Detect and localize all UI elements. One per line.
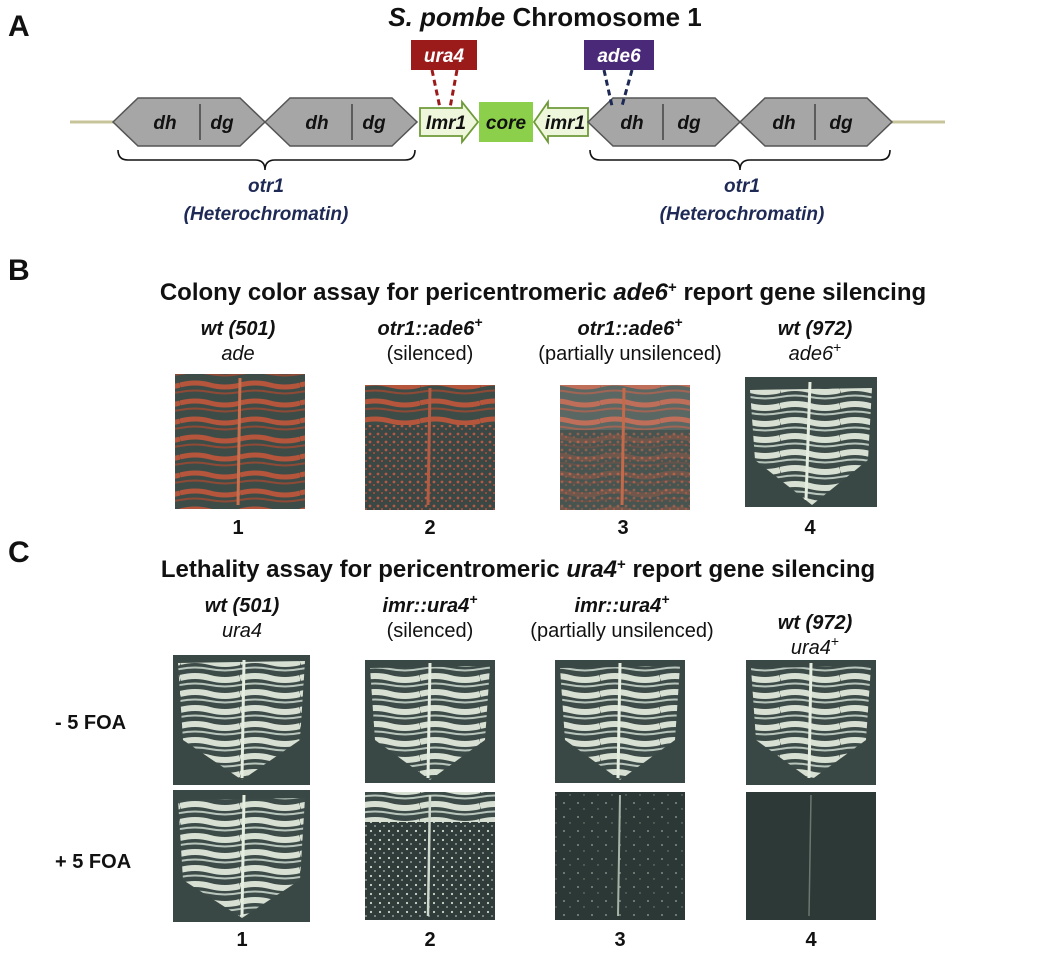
otr1-right-sublabel: (Heterochromatin): [660, 204, 825, 225]
c-plate-2-minus-foa: [365, 660, 495, 783]
repeat-arrow-right-1: dh dg: [586, 97, 742, 147]
b-plate-4: [745, 377, 877, 507]
c-plate-2-plus-foa: [365, 792, 495, 920]
panel-a-title: S. pombe Chromosome 1: [388, 2, 702, 32]
svg-text:dh: dh: [772, 113, 795, 134]
svg-text:Imr1: Imr1: [426, 113, 466, 134]
imr-left-arrow: Imr1: [419, 99, 480, 145]
ura4-insertion-tag: ura4: [411, 40, 477, 109]
c-strain-1-genotype: ura4: [222, 620, 262, 642]
c-strain-2-note: (silenced): [387, 620, 474, 642]
otr1-left-brace: [117, 149, 416, 171]
b-strain-4-genotype: ade6+: [789, 339, 842, 365]
panel-b-letter: B: [8, 254, 30, 287]
svg-text:dh: dh: [153, 113, 176, 134]
svg-text:dg: dg: [677, 113, 701, 134]
c-lane-3-number: 3: [614, 929, 625, 951]
ade6-insertion-tag: ade6: [584, 40, 654, 107]
b-lane-4-number: 4: [804, 517, 816, 539]
core-box: core: [479, 102, 533, 142]
c-lane-4-number: 4: [805, 929, 817, 951]
b-lane-2-number: 2: [424, 517, 435, 539]
b-strain-2-note: (silenced): [387, 343, 474, 365]
svg-text:dg: dg: [362, 113, 386, 134]
svg-text:dg: dg: [829, 113, 853, 134]
panel-a-letter: A: [8, 10, 30, 43]
c-plate-4-minus-foa: [746, 660, 876, 785]
b-lane-1-number: 1: [232, 517, 243, 539]
b-strain-1-name: wt (501): [201, 318, 276, 340]
svg-text:core: core: [486, 113, 527, 134]
panel-b-title: Colony color assay for pericentromeric a…: [160, 279, 926, 307]
svg-text:imr1: imr1: [545, 113, 585, 134]
c-strain-2-name: imr::ura4+: [383, 591, 478, 617]
panel-c-letter: C: [8, 536, 30, 569]
repeat-arrow-right-2: dh dg: [738, 97, 894, 147]
svg-text:dg: dg: [210, 113, 234, 134]
c-strain-3-note: (partially unsilenced): [530, 620, 713, 642]
imr-right-arrow: imr1: [532, 99, 589, 145]
otr1-left-label: otr1: [248, 176, 284, 197]
b-strain-3-name: otr1::ade6+: [578, 314, 683, 340]
c-lane-2-number: 2: [424, 929, 435, 951]
row-label-minus-foa: - 5 FOA: [55, 712, 126, 734]
c-plate-3-plus-foa: [555, 792, 685, 920]
repeat-arrow-left-2: dh dg: [263, 97, 419, 147]
b-strain-1-genotype: ade: [221, 343, 254, 365]
svg-text:ade6: ade6: [597, 46, 641, 67]
otr1-left-sublabel: (Heterochromatin): [184, 204, 349, 225]
b-plate-1: [175, 374, 305, 509]
c-plate-1-minus-foa: [173, 655, 310, 785]
svg-text:ura4: ura4: [424, 46, 465, 67]
b-plate-2: [365, 385, 495, 510]
c-strain-3-name: imr::ura4+: [575, 591, 670, 617]
c-plate-3-minus-foa: [555, 660, 685, 783]
b-strain-3-note: (partially unsilenced): [538, 343, 721, 365]
c-strain-4-genotype: ura4+: [791, 633, 839, 659]
repeat-arrow-left-1: dh dg: [111, 97, 267, 147]
c-lane-1-number: 1: [236, 929, 247, 951]
c-strain-1-name: wt (501): [205, 595, 280, 617]
c-plate-4-plus-foa: [746, 792, 876, 920]
panel-c-title: Lethality assay for pericentromeric ura4…: [161, 556, 875, 584]
c-plate-1-plus-foa: [173, 790, 310, 922]
b-lane-3-number: 3: [617, 517, 628, 539]
svg-text:dh: dh: [305, 113, 328, 134]
b-strain-4-name: wt (972): [778, 318, 853, 340]
b-plate-3: [560, 385, 690, 510]
otr1-right-label: otr1: [724, 176, 760, 197]
svg-text:dh: dh: [620, 113, 643, 134]
row-label-plus-foa: + 5 FOA: [55, 851, 131, 873]
c-strain-4-name: wt (972): [778, 612, 853, 634]
otr1-right-brace: [589, 149, 891, 171]
b-strain-2-name: otr1::ade6+: [378, 314, 483, 340]
